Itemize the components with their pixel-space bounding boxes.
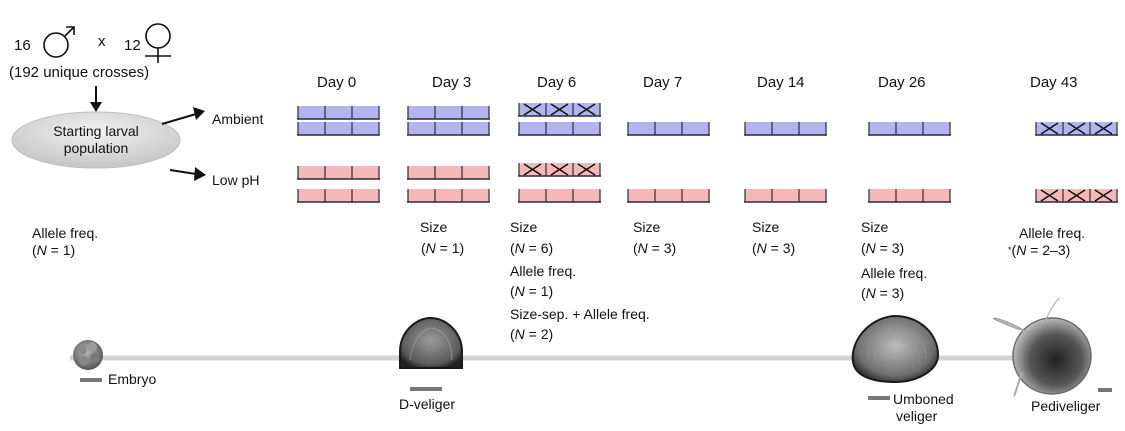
stage-pediveliger: Pediveliger — [1031, 398, 1101, 414]
treatment-low-ph: Low pH — [212, 172, 260, 188]
starting-population-ellipse — [11, 111, 181, 169]
d-veliger-image — [399, 316, 463, 369]
cross-separator: x — [98, 33, 106, 50]
day26-allele-label: Allele freq. — [861, 265, 928, 281]
lowph-day3-upper — [407, 166, 490, 180]
day26-size-n: (N = 3) — [861, 240, 905, 256]
lowph-day0-lower — [297, 189, 380, 203]
day0-allele-label: Allele freq. — [32, 225, 99, 241]
day7-sample: Size (N = 3) — [633, 219, 676, 257]
day14-size-label: Size — [752, 219, 780, 235]
day-6-header: Day 6 — [537, 74, 577, 91]
female-symbol-icon — [145, 23, 171, 63]
lowph-day26 — [868, 189, 951, 203]
start-node-line1: Starting larval — [53, 123, 139, 139]
stage-umboned-line2: veliger — [896, 408, 938, 424]
day6-sizesep-n: (N = 2) — [510, 326, 554, 342]
start-node-label: Starting larval population — [12, 123, 180, 157]
day3-size-label: Size — [420, 219, 448, 235]
ambient-day6-upper-crossed — [518, 103, 601, 117]
day6-sample: Size (N = 6) Allele freq. (N = 1) Size-s… — [510, 219, 650, 343]
day26-sample: Size (N = 3) Allele freq. (N = 3) — [861, 219, 927, 302]
lowph-day6-upper-crossed — [518, 163, 601, 177]
day26-size-label: Size — [861, 219, 889, 235]
umboned-veliger-image — [851, 314, 940, 384]
arrow-to-ambient-icon — [161, 107, 205, 125]
umboned-veliger-scale-bar — [868, 396, 890, 400]
embryo-image — [73, 340, 103, 370]
pediveliger-scale-bar — [1098, 388, 1112, 392]
day6-size-label: Size — [510, 219, 538, 235]
arrow-to-low-ph-icon — [169, 167, 206, 181]
down-arrow-icon — [90, 86, 102, 112]
male-count: 16 — [14, 37, 31, 54]
ambient-day14 — [744, 122, 827, 136]
unique-crosses: (192 unique crosses) — [9, 64, 150, 81]
day6-sizesep-label: Size-sep. + Allele freq. — [510, 306, 650, 322]
treatment-ambient: Ambient — [212, 111, 264, 127]
day6-size-n: (N = 6) — [510, 240, 554, 256]
embryo-scale-bar — [80, 378, 102, 382]
day0-n: (N = 1) — [32, 242, 76, 258]
ambient-day43-crossed — [1035, 122, 1118, 136]
ambient-day3-lower — [407, 122, 490, 136]
day-14-header: Day 14 — [757, 74, 805, 91]
day43-n: *(N = 2–3) — [1008, 242, 1071, 258]
stage-d-veliger: D-veliger — [399, 396, 456, 412]
stage-embryo: Embryo — [108, 371, 157, 387]
pediveliger-image — [993, 297, 1092, 397]
day-43-header: Day 43 — [1030, 74, 1078, 91]
day-0-header: Day 0 — [317, 74, 357, 91]
day6-allele-label: Allele freq. — [510, 263, 577, 279]
d-veliger-scale-bar — [410, 387, 442, 391]
stage-umboned-line1: Umboned — [893, 391, 954, 407]
day-26-header: Day 26 — [878, 74, 926, 91]
female-count: 12 — [124, 37, 141, 54]
day43-sample: Allele freq. *(N = 2–3) — [1008, 225, 1086, 259]
day6-allele-n: (N = 1) — [510, 283, 554, 299]
ambient-day6-lower — [518, 122, 601, 136]
lowph-day43-crossed — [1035, 189, 1118, 203]
day14-n: (N = 3) — [752, 240, 796, 256]
day3-n: (N = 1) — [421, 240, 465, 256]
lowph-day0-upper — [297, 166, 380, 180]
day43-note-star: * — [1008, 245, 1012, 255]
tank-groups — [297, 103, 1118, 203]
ambient-day0-lower — [297, 122, 380, 136]
ambient-day0-upper — [297, 106, 380, 120]
male-symbol-icon — [43, 26, 75, 58]
day7-n: (N = 3) — [633, 240, 677, 256]
day-3-header: Day 3 — [432, 74, 472, 91]
day43-allele-label: Allele freq. — [1019, 225, 1086, 241]
day7-size-label: Size — [633, 219, 661, 235]
day14-sample: Size (N = 3) — [752, 219, 795, 257]
day0-sample: Allele freq. (N = 1) — [32, 225, 98, 259]
lowph-day7 — [627, 189, 710, 203]
ambient-day7 — [627, 122, 710, 136]
day-7-header: Day 7 — [643, 74, 683, 91]
day3-sample: Size (N = 1) — [420, 219, 464, 257]
day26-allele-n: (N = 3) — [861, 285, 905, 301]
lowph-day3-lower — [407, 189, 490, 203]
lowph-day6-lower — [518, 189, 601, 203]
stage-umboned-veliger: Umboned veliger — [893, 391, 954, 425]
ambient-day26 — [868, 122, 951, 136]
lowph-day14 — [744, 189, 827, 203]
start-node-line2: population — [63, 140, 129, 156]
ambient-day3-upper — [407, 106, 490, 120]
